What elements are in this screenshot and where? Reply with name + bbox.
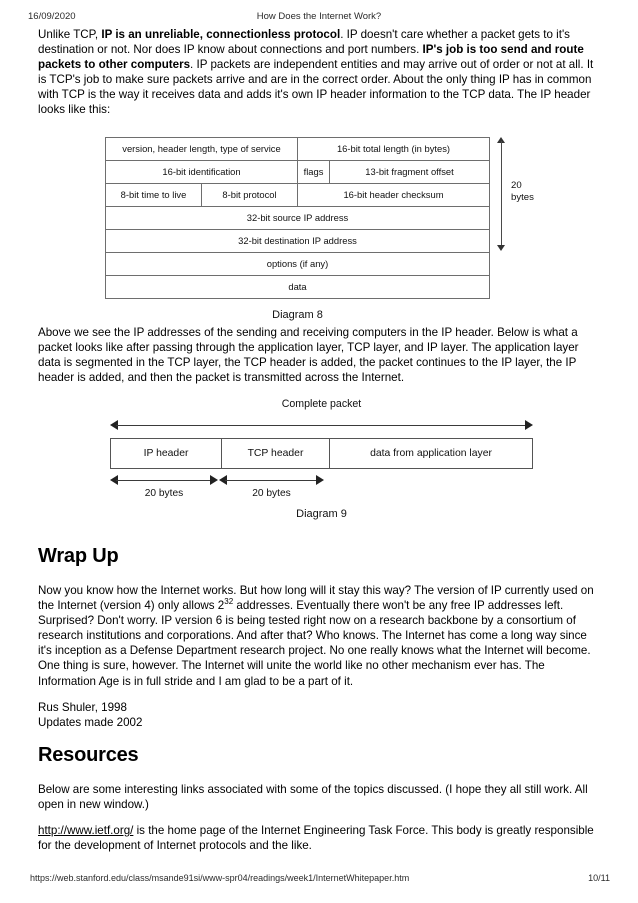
cell-application-data: data from application layer [329,437,533,469]
para1-part2: . IP doesn't care whether a packet gets … [38,28,570,57]
cell-version-header-length-tos: version, header length, type of service [105,136,298,161]
cell-data: data [105,274,490,299]
complete-packet-span-arrow-icon [110,420,533,432]
cell-options: options (if any) [105,251,490,276]
wrapup-part1: Now you know how the Internet works. But… [38,583,594,613]
paragraph-resource-ietf: http://www.ietf.org/ is the home page of… [38,823,602,853]
arrow-head-up-icon [497,136,505,143]
vertical-double-arrow-icon [496,136,508,251]
cell-source-ip-address: 32-bit source IP address [105,205,490,230]
arrow-head-left-icon [110,420,118,431]
byline-author: Rus Shuler, 1998 [38,700,127,714]
ip-header-size-arrow-icon [110,475,218,487]
cell-destination-ip-address: 32-bit destination IP address [105,228,490,253]
heading-resources: Resources [38,743,139,766]
spacer [38,568,602,583]
arrow-head-right-icon [316,475,324,486]
header-date: 16/09/2020 [28,11,76,22]
table-row: data [105,274,490,299]
spacer [38,689,602,700]
arrow-shaft [116,424,527,426]
diagram-8: version, header length, type of service … [38,135,602,325]
document-content: Unlike TCP, IP is an unreliable, connect… [38,27,602,853]
table-row: 8-bit time to live 8-bit protocol 16-bit… [105,182,490,207]
arrow-shaft [116,479,212,481]
tcp-header-size-arrow-icon [219,475,324,487]
diagram-8-caption: Diagram 8 [272,308,323,321]
complete-packet-label: Complete packet [281,397,362,410]
paragraph-packet-assembly: Above we see the IP addresses of the sen… [38,325,579,384]
byline-updates: Updates made 2002 [38,715,143,729]
cell-total-length: 16-bit total length (in bytes) [297,136,490,161]
resource-ietf-description: is the home page of the Internet Enginee… [38,823,594,853]
paragraph-ip-protocol: Unlike TCP, IP is an unreliable, connect… [38,27,602,118]
wrapup-exponent: 32 [224,597,234,607]
para1-part3: . IP packets are independent entities an… [38,58,594,117]
paragraph-wrap-up: Now you know how the Internet works. But… [38,583,602,689]
table-row: IP header TCP header data from applicati… [110,437,533,469]
page-header: 16/09/2020 How Does the Internet Work? [0,11,638,25]
tcp-header-size-label: 20 bytes [252,487,291,499]
table-row: version, header length, type of service … [105,136,490,161]
cell-ip-header: IP header [110,437,222,469]
cell-header-checksum: 16-bit header checksum [297,182,490,207]
para1-part1: Unlike TCP, [38,28,102,41]
header-size-unit: bytes [511,191,534,203]
arrow-head-left-icon [219,475,227,486]
cell-time-to-live: 8-bit time to live [105,182,202,207]
ip-header-size-label: 20 bytes [144,487,184,499]
diagram-9: Complete packet IP header TCP header dat… [38,398,602,523]
cell-fragment-offset: 13-bit fragment offset [329,159,490,184]
table-row: 32-bit destination IP address [105,228,490,253]
paragraph-resources-intro: Below are some interesting links associa… [38,782,588,811]
para1-bold2: IP's job is too send and route packets t… [38,43,584,72]
spacer [38,812,602,823]
arrow-shaft [501,140,502,247]
table-row: 32-bit source IP address [105,205,490,230]
link-ietf[interactable]: http://www.ietf.org/ [38,823,134,837]
wrapup-part2: addresses. Eventually there won't be any… [38,599,591,688]
footer-page-number: 10/11 [588,873,610,883]
diagram-9-caption: Diagram 9 [296,507,347,520]
arrow-head-right-icon [525,420,533,431]
table-row: 16-bit identification flags 13-bit fragm… [105,159,490,184]
heading-wrap-up: Wrap Up [38,544,119,567]
ip-header-table: version, header length, type of service … [105,136,490,299]
spacer [38,730,602,744]
header-document-title: How Does the Internet Work? [256,11,382,22]
cell-identification: 16-bit identification [105,159,298,184]
cell-protocol: 8-bit protocol [201,182,298,207]
spacer [38,523,602,545]
table-row: options (if any) [105,251,490,276]
header-size-value: 20 [511,179,522,191]
para1-bold1: IP is an unreliable, connectionless prot… [101,28,341,41]
arrow-head-right-icon [210,475,218,486]
page-footer: https://web.stanford.edu/class/msande91s… [0,873,638,887]
arrow-head-left-icon [110,475,118,486]
cell-flags: flags [297,159,330,184]
footer-source-url: https://web.stanford.edu/class/msande91s… [30,873,410,883]
packet-structure-table: IP header TCP header data from applicati… [110,437,533,469]
arrow-shaft [225,479,318,481]
header-size-label: 20 bytes [511,180,534,204]
arrow-head-down-icon [497,244,505,251]
cell-tcp-header: TCP header [221,437,330,469]
spacer [38,767,602,782]
